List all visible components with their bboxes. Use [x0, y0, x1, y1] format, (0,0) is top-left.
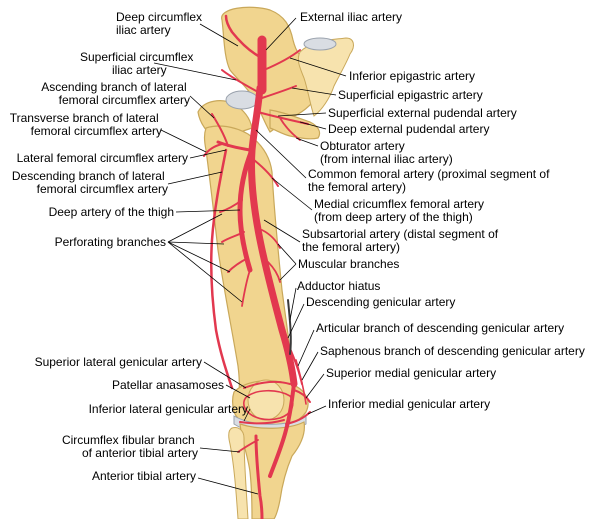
leader-articular-branch [297, 329, 315, 367]
leader-muscular-1 [277, 243, 297, 265]
leader-obturator [295, 137, 319, 147]
label-circumflex-fibular: Circumflex fibular branch of anterior ti… [62, 433, 198, 460]
leader-superior-medial-genicular [305, 373, 325, 399]
label-anterior-tibial: Anterior tibial artery [92, 469, 196, 483]
leader-inferior-lateral-genicular [243, 408, 251, 422]
inferior-epigastric-vessel [263, 49, 301, 71]
leader-transverse-branch [160, 129, 207, 153]
label-deep-external-pudendal: Deep external pudendal artery [328, 122, 489, 136]
superficial-epigastric-vessel [261, 85, 297, 99]
label-superficial-epigastric: Superficial epigastric artery [338, 88, 483, 102]
label-medial-circumflex: Medial cricumflex femoral artery (from d… [314, 197, 487, 224]
anterior-tibial-vessel [254, 434, 264, 519]
label-obturator: Obturator artery (from internal iliac ar… [320, 139, 453, 166]
label-lateral-femoral-circumflex: Lateral femoral circumflex artery [17, 151, 188, 165]
label-superior-lateral-genicular: Superior lateral genicular artery [35, 355, 202, 369]
leader-circumflex-fibular [199, 447, 241, 453]
label-descending-branch: Descending branch of lateral femoral cir… [12, 169, 168, 196]
perforating-branch-2 [221, 231, 245, 243]
sacrum-top-disc [303, 37, 337, 51]
leader-descending-genicular [287, 303, 305, 339]
leader-medial-circumflex [271, 177, 313, 211]
femoral-vessel [247, 84, 298, 388]
leader-lateral-femoral-circumflex [189, 149, 227, 159]
label-subsartorial: Subsartorial artery (distal segment of t… [302, 227, 501, 254]
perforating-branch-1 [219, 199, 243, 213]
label-patellar-anastomoses: Patellar anasamoses [112, 378, 224, 392]
leader-perforating-1 [167, 213, 223, 243]
leader-superficial-external-pudendal [277, 112, 327, 117]
leader-saphenous-branch [301, 351, 319, 381]
label-common-femoral: Common femoral artery (proximal segment … [308, 167, 553, 194]
leader-deep-external-pudendal [299, 121, 327, 130]
fibula [228, 427, 249, 519]
superior-lateral-genicular-vessel [243, 380, 291, 389]
leader-superior-lateral-genicular [203, 361, 247, 389]
circumflex-fibular-vessel [237, 439, 259, 453]
patella [247, 379, 285, 421]
arteries [203, 14, 311, 519]
leader-superficial-epigastric [291, 87, 337, 96]
leader-external-iliac [265, 17, 297, 51]
label-transverse-branch: Transverse branch of lateral femoral cir… [10, 111, 162, 138]
leader-lines [153, 17, 347, 495]
descending-branch-vessel [209, 148, 234, 390]
ascending-branch-vessel [211, 113, 229, 147]
label-inferior-epigastric: Inferior epigastric artery [349, 69, 475, 83]
adductor-hiatus-mark [287, 299, 292, 355]
label-external-iliac: External iliac artery [300, 10, 402, 24]
labels: Deep circumflex iliac artery Superficial… [10, 10, 585, 483]
label-adductor-hiatus: Adductor hiatus [297, 279, 380, 293]
deep-circumflex-iliac-vessel [224, 14, 264, 60]
label-articular-branch: Articular branch of descending genicular… [316, 321, 564, 335]
label-descending-genicular: Descending genicular artery [306, 295, 455, 309]
leader-descending-branch [167, 171, 223, 185]
label-superior-medial-genicular: Superior medial genicular artery [326, 366, 496, 380]
leader-subsartorial [263, 219, 301, 243]
leader-ascending-branch [189, 95, 215, 119]
label-muscular-branches: Muscular branches [298, 257, 399, 271]
saphenous-branch-vessel [295, 359, 307, 405]
muscular-branch-2 [267, 261, 281, 283]
perforating-branch-3 [227, 257, 249, 273]
leader-inferior-medial-genicular [307, 405, 327, 415]
hip-joint-cartilage [225, 90, 259, 110]
sacrum-bone [297, 37, 354, 117]
label-deep-circumflex-iliac: Deep circumflex iliac artery [116, 10, 205, 37]
leader-perforating-2 [167, 241, 225, 245]
leader-patellar-anastomoses [225, 384, 251, 399]
superficial-circumflex-iliac-vessel [221, 69, 259, 93]
label-superficial-circumflex-iliac: Superficial circumflex iliac artery [80, 50, 197, 77]
leader-superficial-circumflex-iliac [153, 62, 237, 81]
popliteal-vessel [268, 382, 296, 478]
leader-perforating-4 [167, 241, 243, 303]
label-saphenous-branch: Saphenous branch of descending genicular… [320, 344, 585, 358]
perforating-branch-4 [241, 269, 251, 307]
leader-deep-artery-thigh [175, 209, 241, 213]
label-deep-artery-thigh: Deep artery of the thigh [49, 205, 174, 219]
lateral-circumflex-vessel [216, 140, 252, 152]
label-inferior-medial-genicular: Inferior medial genicular artery [328, 397, 490, 411]
medial-circumflex-vessel [253, 159, 279, 187]
patellar-anastomosis-vessel [243, 389, 294, 421]
muscular-branch-1 [261, 229, 281, 249]
leader-deep-circumflex-iliac [199, 23, 239, 47]
leader-adductor-hiatus [289, 287, 297, 321]
label-perforating-branches: Perforating branches [55, 235, 166, 249]
leader-inferior-epigastric [289, 57, 347, 77]
leader-perforating-3 [167, 241, 231, 273]
leader-common-femoral [255, 129, 307, 179]
inferior-lateral-genicular-vessel [239, 419, 285, 425]
superior-medial-genicular-vessel [293, 389, 311, 403]
label-superficial-external-pudendal: Superficial external pudendal artery [328, 106, 517, 120]
leader-muscular-2 [279, 263, 297, 281]
leader-anterior-tibial [197, 477, 259, 495]
label-inferior-lateral-genicular: Inferior lateral genicular artery [89, 402, 248, 416]
label-ascending-branch: Ascending branch of lateral femoral circ… [41, 80, 190, 107]
